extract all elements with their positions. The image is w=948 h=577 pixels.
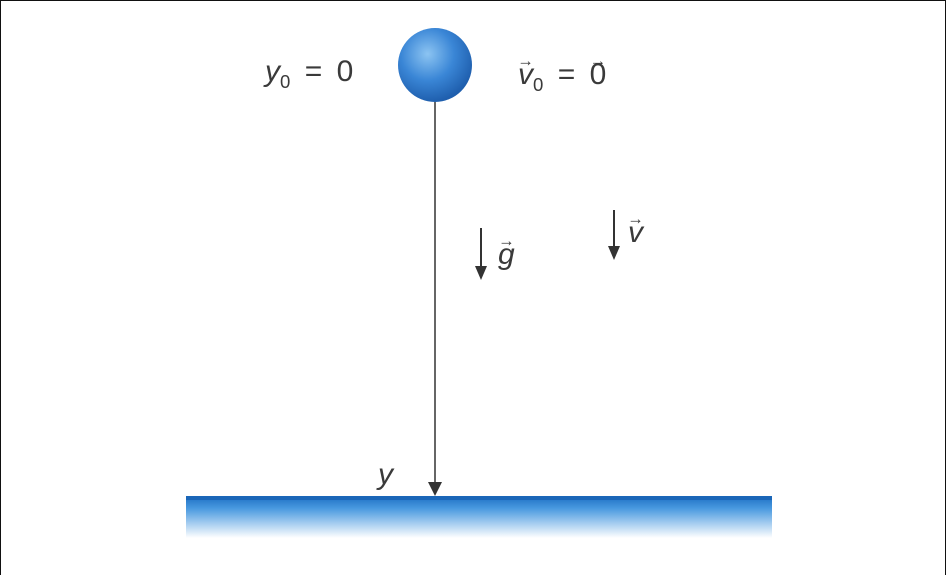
initial-velocity-subscript: 0 xyxy=(533,73,544,95)
vector-arrow-icon: → xyxy=(498,232,515,251)
ground-edge xyxy=(186,496,772,500)
vector-arrow-icon: → xyxy=(589,52,607,71)
vector-arrow-icon: → xyxy=(627,210,644,229)
initial-position-symbol: y xyxy=(265,55,280,88)
initial-velocity-equals: = xyxy=(557,58,576,91)
gravity-symbol: g xyxy=(498,238,515,271)
velocity-label: →v xyxy=(627,211,644,249)
velocity-arrowhead xyxy=(608,246,620,260)
gravity-label: →g xyxy=(498,233,515,271)
initial-velocity-value: →0 xyxy=(589,52,607,91)
final-position-label: y xyxy=(378,458,393,491)
gravity-arrowhead xyxy=(475,266,487,280)
vector-arrow-icon: → xyxy=(517,52,534,71)
initial-velocity-label: →v0 = →0 xyxy=(517,52,607,93)
ball xyxy=(398,28,472,102)
initial-position-value: 0 xyxy=(336,55,354,88)
velocity-symbol: v xyxy=(628,216,643,249)
trajectory-arrowhead xyxy=(428,482,442,496)
initial-position-equals: = xyxy=(304,55,323,88)
initial-velocity-symbol: →v xyxy=(517,52,534,91)
initial-position-label: y0 = 0 xyxy=(265,55,354,91)
initial-position-subscript: 0 xyxy=(280,70,291,92)
ground xyxy=(186,496,772,538)
